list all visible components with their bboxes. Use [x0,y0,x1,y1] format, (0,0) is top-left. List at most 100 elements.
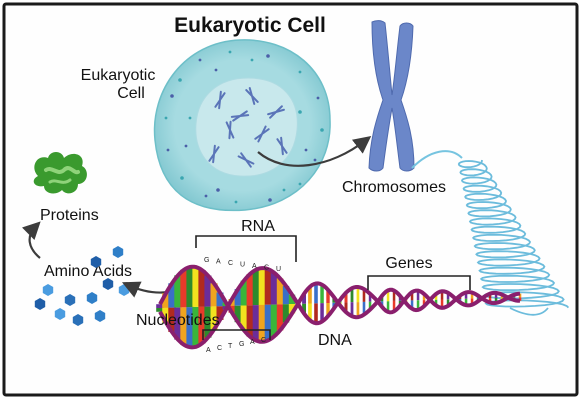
nucleotides-bracket [202,329,271,340]
dna-coil [411,150,570,316]
amino-acid-hexagon [90,256,102,268]
cytoplasm-dot [266,54,270,58]
base-block [216,306,224,320]
title: Eukaryotic Cell [174,14,326,37]
cytoplasm-dot [268,198,272,202]
nucleotide-letter: C [261,337,266,344]
base-block [204,275,212,307]
arrow-to-proteins [22,221,41,259]
nucleus-chromosome [208,144,220,164]
base-block [180,307,188,345]
cytoplasm-dot [204,194,208,198]
base-block [240,305,248,331]
base-block [392,301,396,312]
base-block [440,291,444,300]
base-block [488,293,492,299]
base-block [350,302,354,317]
cytoplasm-dot [298,70,302,74]
cytoplasm-dot [304,148,308,152]
cytoplasm-dot [234,200,238,204]
base-block [288,294,296,304]
base-block [276,304,284,331]
base-block [246,305,254,337]
cell-label-line2: Cell [117,85,145,102]
base-block [302,293,306,304]
rna-label: RNA [241,218,275,235]
base-block [470,292,474,299]
coil-spiral [457,159,570,309]
nucleotide-letter: C [217,345,222,352]
base-block [264,269,272,305]
cytoplasm-dots [164,50,324,204]
base-block [282,285,290,305]
base-block [282,304,290,323]
base-block [162,293,170,308]
base-block [410,300,414,309]
base-block [470,298,474,305]
rna-base-letter: U [240,262,245,269]
base-block [174,307,182,340]
genes-label: Genes [385,255,432,272]
base-block [162,307,170,323]
base-block [344,292,348,303]
base-block [416,300,420,310]
base-block [168,283,176,308]
genes-bracket [367,275,471,290]
amino-acid-hexagon [34,298,46,310]
amino-acid-hexagon [42,284,54,296]
base-block [446,299,450,306]
amino-acid-hexagon [112,246,124,258]
nucleotide-letter: G [239,341,244,348]
base-block [308,303,312,321]
cytoplasm-dot [320,128,324,132]
proteins-label: Proteins [40,207,99,224]
nucleotide-letter: A [206,347,211,354]
cytoplasm-dot [178,78,182,82]
nucleus-chromosome [267,105,285,119]
base-block [464,292,468,299]
arrow-to-chromosome [257,135,372,167]
base-block [422,293,426,301]
base-block [410,292,414,301]
base-block [252,305,260,341]
base-block [464,298,468,306]
base-block [186,267,194,308]
base-block [168,307,176,332]
base-block [258,268,266,305]
base-block [440,299,444,308]
base-block [356,287,360,302]
base-block [368,301,372,310]
base-block [446,292,450,300]
dna-backbone-strand [158,266,521,350]
cytoplasm-dot [170,94,174,98]
nucleus-chromosome [237,152,255,168]
cytoplasm-dot [180,176,184,180]
base-block [198,270,206,307]
dna-backbone-strand [158,264,521,344]
rna-base-letter: G [204,257,209,264]
base-block [156,308,164,312]
rna-base-letter: U [276,266,281,273]
amino-acids-label: Amino Acids [44,263,132,280]
cytoplasm-dot [198,58,202,62]
rna-base-letter: A [252,263,257,270]
nucleus-chromosome [254,125,270,143]
cytoplasm-dot [250,58,254,62]
base-block [314,283,318,304]
base-block [258,304,266,342]
cytoplasm-dot [216,188,220,192]
rna-bracket [195,235,297,262]
base-block [434,294,438,300]
base-block [362,301,366,315]
base-block [192,306,200,347]
cytoplasm-dot [184,144,188,148]
base-block [240,280,248,306]
base-block [350,288,354,303]
base-block [416,290,420,301]
dna-label: DNA [318,332,352,349]
amino-acid-hexagon [54,308,66,320]
base-block [314,303,318,324]
base-block [264,304,272,341]
base-block [174,275,182,308]
